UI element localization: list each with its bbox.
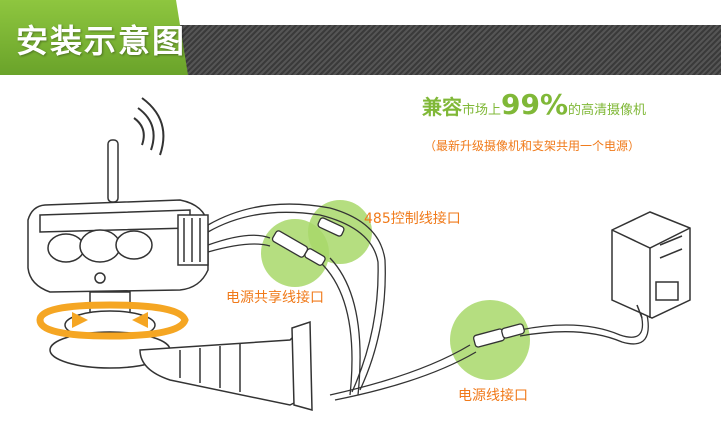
cable-lines <box>207 203 649 401</box>
antenna-icon <box>107 139 119 203</box>
shared-power-connector-icon <box>271 230 326 266</box>
wifi-signal-icon <box>133 97 165 156</box>
tagline-percent: 99% <box>501 88 569 121</box>
tagline-part2: 市场上 <box>462 103 502 118</box>
power-port-label: 电源线接口 <box>458 388 528 404</box>
shared-power-label: 电源共享线接口 <box>226 290 324 306</box>
bracket-arm-icon <box>139 320 313 411</box>
power-sharing-note: （最新升级摄像机和支架共用一个电源） <box>424 139 641 153</box>
compatibility-tagline: 兼容市场上99%的高清摄像机 <box>422 88 646 121</box>
page-title: 安装示意图 <box>16 22 187 60</box>
port-485-connector-icon <box>317 217 345 237</box>
power-adapter-icon <box>611 211 691 319</box>
header-banner: 安装示意图 <box>0 0 721 75</box>
header-title-tab <box>0 0 188 75</box>
camera-icon <box>27 199 209 369</box>
power-port-connector-icon <box>472 323 525 348</box>
rotation-arrow-icon <box>36 301 189 340</box>
tagline-part3: 的高清摄像机 <box>568 103 647 118</box>
port-485-label: 485控制线接口 <box>364 211 461 227</box>
tagline-part1: 兼容 <box>422 95 462 119</box>
header-stripe-bar <box>176 25 721 75</box>
